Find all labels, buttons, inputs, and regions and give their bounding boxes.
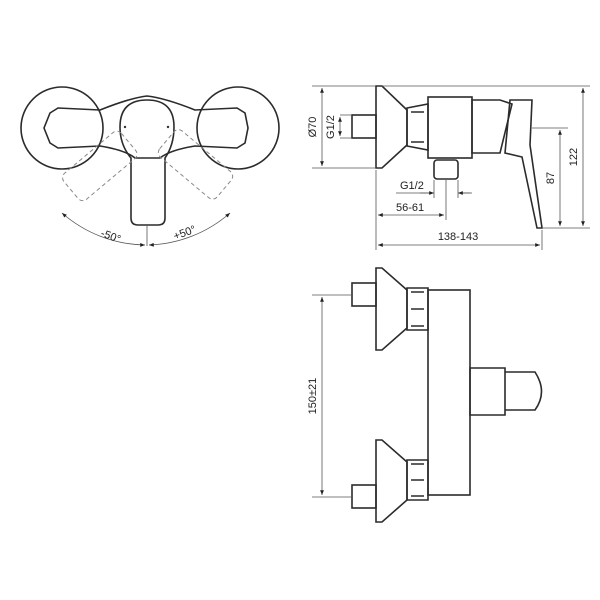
lever-position-left-dashed <box>62 130 138 202</box>
lever-front <box>469 367 543 416</box>
mixer-body-front <box>427 289 471 496</box>
mixer-body-side <box>427 96 473 159</box>
side-view: Ø70 G1/2 G1/2 56-61 138-143 87 122 <box>307 85 590 250</box>
angle-arc-left <box>61 212 146 247</box>
total-depth-label: 138-143 <box>438 231 478 243</box>
inlet-thread-label: G1/2 <box>325 115 337 139</box>
diameter-label: Ø70 <box>307 117 319 138</box>
angle-arc-right <box>148 212 231 247</box>
top-view: -50° +50° <box>20 86 280 247</box>
upper-flange-front <box>375 267 408 351</box>
lever-side <box>504 99 543 229</box>
outlet-thread-label: G1/2 <box>400 180 424 192</box>
angle-right-label: +50° <box>172 224 198 243</box>
wall-flange-side <box>375 85 408 169</box>
angle-left-label: -50° <box>99 228 122 246</box>
hex-nut <box>406 103 429 151</box>
left-wall-flange <box>20 86 104 170</box>
lever-handle <box>119 99 175 226</box>
lever-height-label: 87 <box>545 172 557 184</box>
mixer-body-top <box>43 95 249 159</box>
lever-position-right-dashed <box>157 129 234 200</box>
total-height-label: 122 <box>568 148 580 166</box>
lower-flange-front <box>375 439 408 523</box>
front-view: 150±21 <box>307 267 543 523</box>
outlet-connector <box>433 159 459 180</box>
right-wall-flange <box>196 86 280 170</box>
outlet-offset-label: 56-61 <box>396 202 424 214</box>
center-distance-label: 150±21 <box>307 378 319 415</box>
